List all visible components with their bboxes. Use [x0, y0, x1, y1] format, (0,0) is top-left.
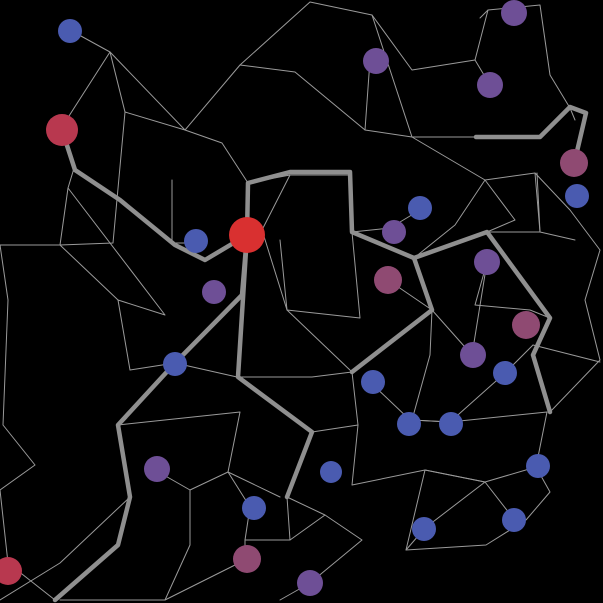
thick-edge-5: [473, 104, 589, 163]
thin-edge-44: [405, 481, 514, 551]
node-red-4[interactable]: [46, 114, 78, 146]
thin-edge-26: [474, 261, 551, 319]
thin-edge-42: [289, 514, 326, 541]
thin-edge-45: [59, 559, 246, 601]
node-mauve-27[interactable]: [233, 545, 261, 573]
node-purple-1[interactable]: [501, 0, 527, 26]
thin-edge-46: [59, 244, 119, 301]
thin-edge-33: [117, 411, 281, 498]
node-blue-16[interactable]: [163, 352, 187, 376]
thin-edge-14: [479, 9, 489, 19]
thick-edge-3: [52, 232, 250, 603]
node-blue-23[interactable]: [526, 454, 550, 478]
node-purple-21[interactable]: [144, 456, 170, 482]
node-blue-18[interactable]: [361, 370, 385, 394]
node-blue-22[interactable]: [320, 461, 342, 483]
node-purple-13[interactable]: [202, 280, 226, 304]
thin-edge-10: [413, 179, 486, 259]
node-purple-15[interactable]: [460, 342, 486, 368]
node-blue-0[interactable]: [58, 19, 82, 43]
thin-edge-13: [474, 4, 576, 121]
node-mauve-12[interactable]: [374, 266, 402, 294]
node-blue-8[interactable]: [184, 229, 208, 253]
node-blue-6[interactable]: [565, 184, 589, 208]
thin-edge-41: [286, 496, 363, 584]
node-purple-2[interactable]: [363, 48, 389, 74]
thin-edge-11: [534, 172, 601, 413]
thin-edge-1: [59, 51, 126, 246]
node-blue-26[interactable]: [412, 517, 436, 541]
node-purple-3[interactable]: [477, 72, 503, 98]
node-purple-11[interactable]: [474, 249, 500, 275]
thin-edge-35: [164, 489, 191, 601]
node-mauve-14[interactable]: [512, 311, 540, 339]
node-blue-7[interactable]: [408, 196, 432, 220]
thin-edge-12: [536, 172, 576, 241]
thick-edge-4: [349, 255, 435, 375]
nodes-layer: [0, 0, 589, 596]
node-purple-28[interactable]: [297, 570, 323, 596]
thick-edges-layer: [52, 104, 589, 603]
thin-edge-27: [532, 344, 601, 363]
thin-edge-25: [471, 261, 488, 356]
node-blue-20[interactable]: [439, 412, 463, 436]
node-blue-24[interactable]: [242, 496, 266, 520]
thin-edge-6: [371, 14, 413, 138]
thin-edge-22: [405, 257, 551, 551]
node-bright_red-9[interactable]: [229, 217, 265, 253]
thick-edge-0: [59, 127, 250, 263]
node-blue-25[interactable]: [502, 508, 526, 532]
thin-edge-37: [0, 244, 36, 564]
thick-edge-2: [235, 232, 315, 500]
thin-edge-29: [351, 424, 486, 486]
node-blue-19[interactable]: [397, 412, 421, 436]
thin-edge-36: [0, 496, 131, 601]
thin-edge-2: [109, 51, 186, 131]
thin-edge-19: [279, 239, 353, 373]
node-purple-10[interactable]: [382, 220, 406, 244]
node-mauve-5[interactable]: [560, 149, 588, 177]
thin-edge-16: [67, 187, 353, 378]
thick-edge-1: [244, 169, 553, 415]
thin-edge-3: [124, 111, 249, 184]
node-red-29[interactable]: [0, 557, 22, 585]
thin-edge-9: [484, 179, 516, 233]
node-blue-17[interactable]: [493, 361, 517, 385]
